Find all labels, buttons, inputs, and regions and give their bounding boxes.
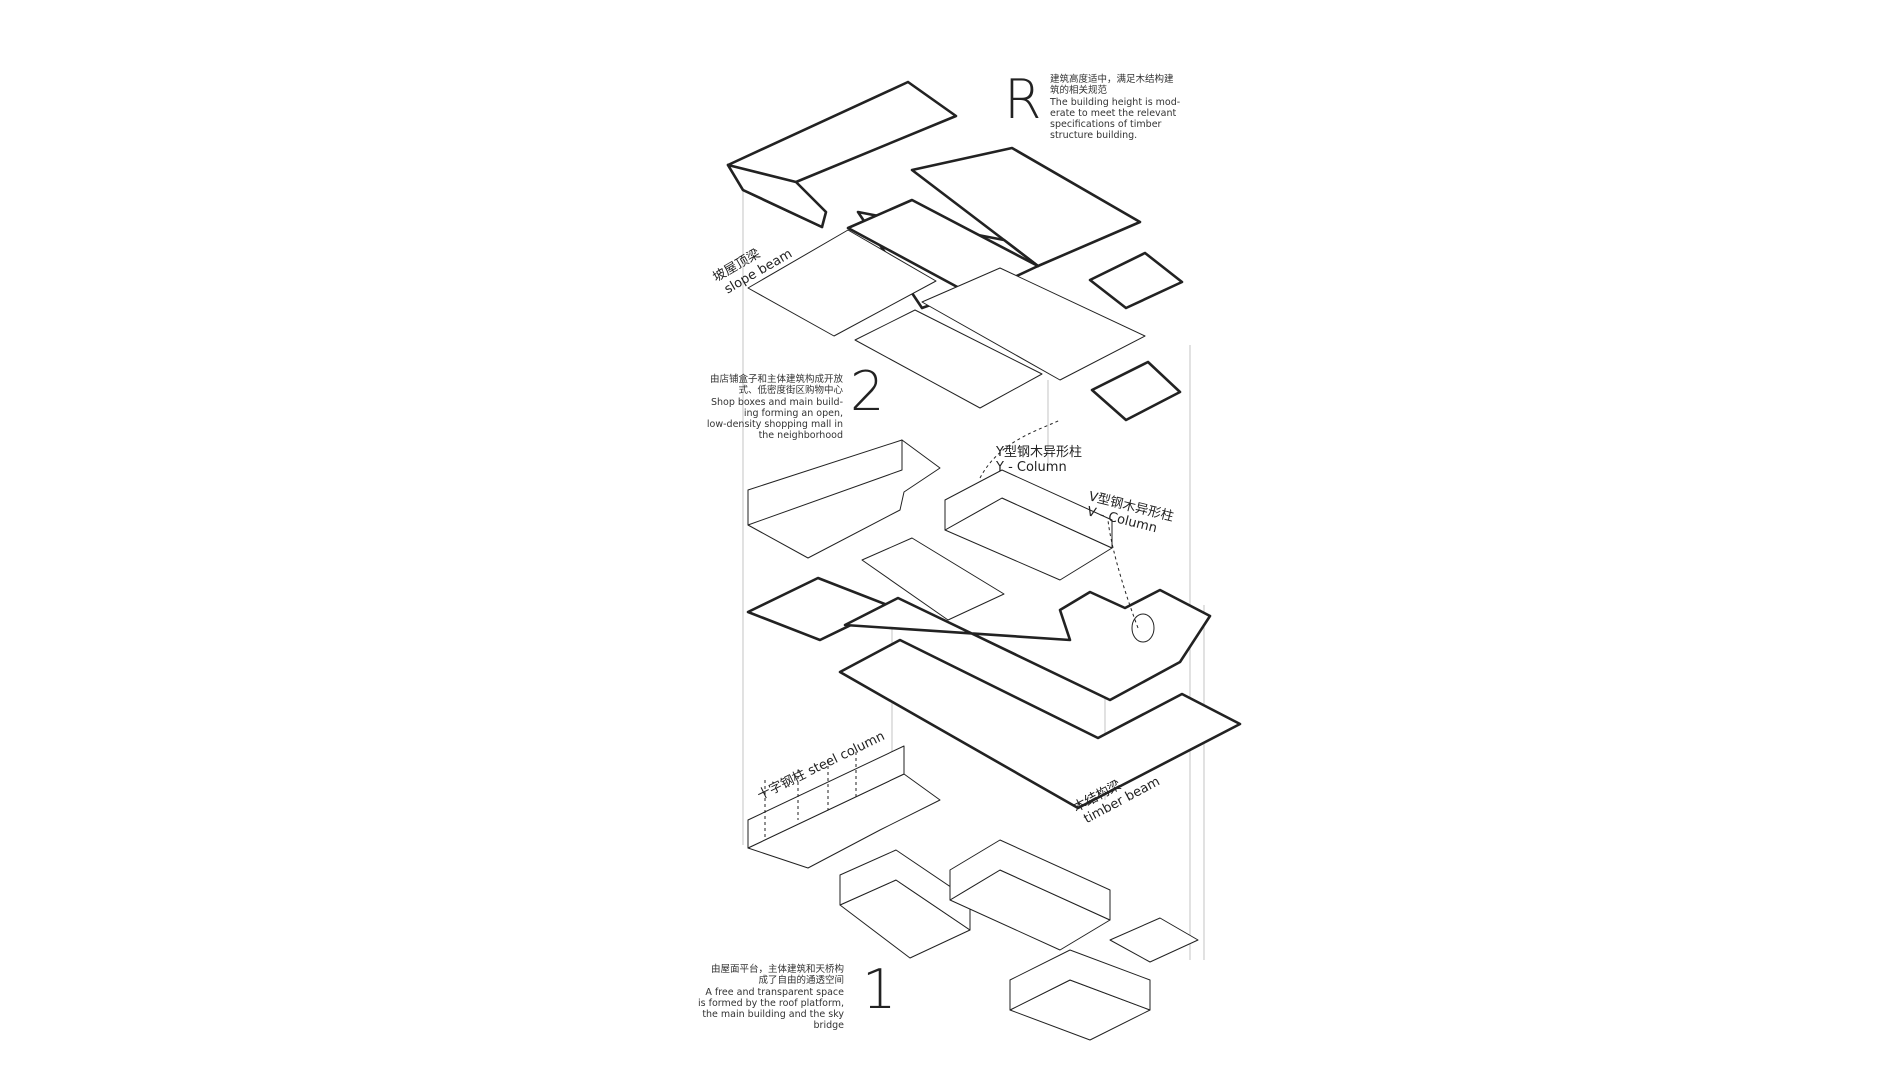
stage-1-en-4: bridge bbox=[814, 1020, 845, 1031]
stage-2-en-2: ing forming an open, bbox=[744, 408, 843, 419]
stage-r-cn-1: 建筑高度适中，满足木结构建 bbox=[1050, 73, 1174, 85]
stage-1-en-3: the main building and the sky bbox=[702, 1009, 844, 1020]
platform-grid-left bbox=[746, 576, 892, 642]
stage-1-number: 1 bbox=[862, 958, 896, 1021]
stage-1-cn-1: 由屋面平台，主体建筑和天桥构 bbox=[711, 963, 844, 975]
stage-2-en-1: Shop boxes and main build- bbox=[711, 397, 843, 408]
stage-r-en-1: The building height is mod- bbox=[1049, 97, 1180, 108]
stage-1-annotation: 1 由屋面平台，主体建筑和天桥构 成了自由的通透空间 A free and tr… bbox=[698, 958, 896, 1031]
stage-r-annotation: R 建筑高度适中，满足木结构建 筑的相关规范 The building heig… bbox=[1004, 68, 1180, 141]
slope-beam-grid-left bbox=[747, 229, 937, 337]
l-platform bbox=[843, 588, 1212, 702]
y-column-label: Y型钢木异形柱 Y - Column bbox=[995, 445, 1082, 475]
stage-1-en-1: A free and transparent space bbox=[705, 987, 844, 998]
stage-1-cn-2: 成了自由的通透空间 bbox=[758, 974, 844, 986]
stage-2-en-4: the neighborhood bbox=[759, 430, 843, 441]
stage-r-letter: R bbox=[1004, 68, 1042, 131]
slope-beam-grid-right bbox=[921, 267, 1146, 381]
flat-grid-beam bbox=[854, 309, 1043, 409]
y-column-en: Y - Column bbox=[995, 460, 1067, 475]
stage-2-number: 2 bbox=[850, 360, 884, 423]
y-column-cn: Y型钢木异形柱 bbox=[995, 445, 1082, 460]
stage-r-cn-2: 筑的相关规范 bbox=[1050, 84, 1108, 96]
small-grid bbox=[1090, 360, 1182, 422]
leader-lines bbox=[764, 419, 1155, 840]
right-pitched-roof bbox=[910, 146, 1142, 268]
l-grid-floor bbox=[838, 638, 1242, 810]
roof-layer bbox=[726, 80, 1184, 422]
stage-r-en-4: structure building. bbox=[1050, 130, 1137, 141]
stage-2-en-3: low-density shopping mall in bbox=[707, 419, 843, 430]
ground-buildings-layer bbox=[747, 745, 1199, 1041]
stage-r-en-3: specifications of timber bbox=[1050, 119, 1162, 130]
stage-2-annotation: 2 由店铺盒子和主体建筑构成开放 式、低密度街区购物中心 Shop boxes … bbox=[707, 360, 884, 441]
shop-boxes-layer bbox=[746, 439, 1242, 810]
stage-2-cn-2: 式、低密度街区购物中心 bbox=[738, 384, 843, 396]
stage-1-en-2: is formed by the roof platform, bbox=[698, 998, 844, 1009]
stage-2-cn-1: 由店铺盒子和主体建筑构成开放 bbox=[710, 373, 844, 385]
stage-r-en-2: erate to meet the relevant bbox=[1050, 108, 1177, 119]
small-slab-upper bbox=[1088, 251, 1184, 310]
